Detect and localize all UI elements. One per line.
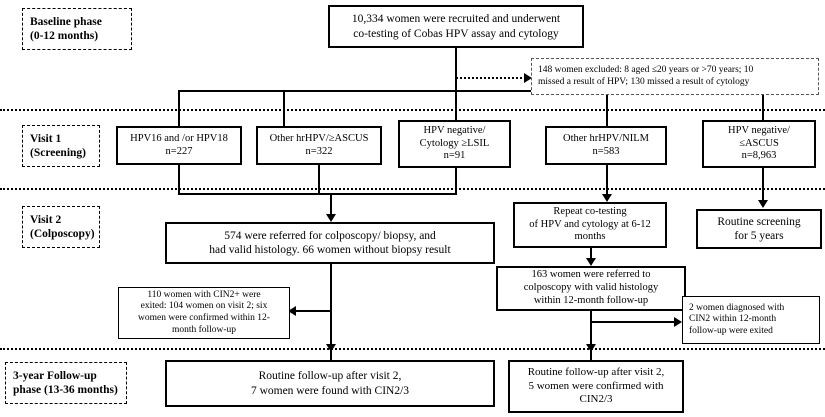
node-exited-110-line2: exited: 104 women on visit 2; six [140,301,268,312]
node-recruited: 10,334 women were recruited and underwen… [328,5,584,48]
connector-163-arrowhead [586,258,596,266]
connector-followup-left-arrowhead [326,344,336,352]
connector-branch-bus [178,90,763,92]
connector-branch-drop-2 [283,90,285,126]
connector-followup-right-arrowhead [586,344,596,352]
phase-label-visit2: Visit 2 (Colposcopy) [22,206,100,248]
node-arm-other-hrhpv-nilm: Other hrHPV/NILM n=583 [545,126,667,165]
phase-visit1-line2: (Screening) [30,147,87,159]
connector-branch-drop-1 [178,90,180,126]
node-excluded-line2: missed a result of HPV; 130 missed a res… [538,76,750,87]
node-arm-hpvneg-ascus-line3: n=8,963 [741,150,777,162]
connector-exited110-arrowhead [288,306,296,316]
node-followup-right: Routine follow-up after visit 2, 5 women… [508,360,684,413]
phase-separator-baseline-visit1 [0,109,825,111]
phase-followup-line1: 3-year Follow-up [13,369,97,382]
node-recruited-line2: co-testing of Cobas HPV assay and cytolo… [353,27,559,40]
node-recruited-line1: 10,334 women were recruited and underwen… [351,13,561,26]
node-referred-163-line1: 163 women were referred to [531,269,651,281]
connector-branch-drop-3 [455,90,457,126]
node-arm-hpv16-18: HPV16 and /or HPV18 n=227 [116,126,242,165]
connector-merge-drop-3 [455,168,457,194]
phase-separator-visit1-visit2 [0,188,825,190]
node-exited-2-line2: CIN2 within 12-month [689,314,777,325]
phase-separator-visit2-followup [0,348,825,350]
phase-label-baseline: Baseline phase (0-12 months) [22,8,132,50]
node-exited-110-line3: women were confirmed within 12- [138,313,270,323]
connector-branch-drop-5 [762,90,764,126]
node-repeat-cotesting-line1: Repeat co-testing [553,205,627,217]
connector-163-stem [590,248,592,264]
node-arm-other-hrhpv-ascus: Other hrHPV/≥ASCUS n=322 [256,126,382,165]
node-followup-left-line2: 7 women were found with CIN2/3 [250,384,410,397]
connector-163-to-exited2 [590,321,676,323]
node-referred-163: 163 women were referred to colposcopy wi… [496,266,686,311]
node-arm-other-hrhpv-nilm-line1: Other hrHPV/NILM [562,132,650,144]
connector-exited2-arrowhead [674,317,682,327]
phase-followup-line2: phase (13-36 months) [13,384,118,396]
node-followup-right-line1: Routine follow-up after visit 2, [527,366,665,379]
node-exited-110-line1: 110 women with CIN2+ were [147,289,261,300]
node-exited-110-line4: month follow-up [171,324,237,335]
node-arm-hpvneg-lsil-line3: n=91 [443,150,466,162]
node-followup-right-line3: CIN2/3 [579,393,613,406]
phase-label-visit1: Visit 1 (Screening) [22,125,100,167]
connector-merge-stem [330,193,332,218]
node-followup-left: Routine follow-up after visit 2, 7 women… [165,360,495,407]
node-arm-other-hrhpv-ascus-line1: Other hrHPV/≥ASCUS [269,132,369,144]
node-exited-2-line1: 2 women diagnosed with [689,302,785,313]
node-arm-hpvneg-lsil-line2: Cytology ≥LSIL [419,137,490,149]
connector-574-to-exited110 [296,310,332,312]
connector-recruited-stem [455,48,457,91]
connector-574-down [330,264,332,373]
connector-excluded-leader [456,77,526,79]
phase-visit1-line1: Visit 1 [30,132,62,145]
connector-nilm-drop-2 [606,189,608,198]
node-referred-163-line3: within 12-month follow-up [533,294,649,306]
node-routine-screening-line2: for 5 years [734,230,784,242]
connector-nilm-arrowhead [602,194,612,202]
connector-merge-bus [178,193,457,195]
node-repeat-cotesting-line2: of HPV and cytology at 6-12 [529,218,651,230]
node-arm-hpv16-18-line2: n=227 [165,145,193,157]
phase-visit2-line1: Visit 2 [30,213,62,226]
connector-routine-screening-arrowhead [758,200,768,208]
node-referred-163-line2: colposcopy with valid histology [523,282,659,294]
node-exited-110: 110 women with CIN2+ were exited: 104 wo… [118,287,290,339]
node-arm-other-hrhpv-nilm-line2: n=583 [592,145,620,157]
node-arm-hpvneg-ascus: HPV negative/ ≤ASCUS n=8,963 [702,120,816,168]
connector-routine-screening-stem [762,168,764,204]
connector-nilm-drop [606,165,608,189]
phase-visit2-line2: (Colposcopy) [30,228,95,240]
connector-merge-arrowhead [326,214,336,222]
node-repeat-cotesting: Repeat co-testing of HPV and cytology at… [513,202,667,248]
node-arm-hpvneg-ascus-line1: HPV negative/ [728,124,790,136]
node-referred-574: 574 were referred for colposcopy/ biopsy… [165,222,495,264]
phase-label-followup: 3-year Follow-up phase (13-36 months) [5,362,127,404]
phase-baseline-line1: Baseline phase [30,15,102,28]
node-routine-screening-line1: Routine screening [717,215,801,228]
connector-excluded-arrowhead [524,73,532,83]
connector-merge-drop-2 [318,165,320,194]
node-arm-other-hrhpv-ascus-line2: n=322 [305,145,333,157]
node-routine-screening: Routine screening for 5 years [696,209,822,249]
connector-branch-drop-4 [606,90,608,126]
node-excluded-line1: 148 women excluded: 8 aged ≤20 years or … [538,64,754,75]
node-exited-2: 2 women diagnosed with CIN2 within 12-mo… [682,296,820,344]
connector-merge-drop-1 [178,165,180,194]
node-arm-hpvneg-lsil: HPV negative/ Cytology ≥LSIL n=91 [398,120,511,168]
node-followup-right-line2: 5 women were confirmed with [528,379,664,392]
node-repeat-cotesting-line3: months [574,231,606,243]
node-followup-left-line1: Routine follow-up after visit 2, [258,370,402,383]
node-arm-hpvneg-lsil-line1: HPV negative/ [423,124,486,136]
node-referred-574-line1: 574 were referred for colposcopy/ biopsy… [224,229,436,242]
node-referred-574-line2: had valid histology. 66 women without bi… [209,244,451,256]
phase-baseline-line2: (0-12 months) [30,30,99,42]
connector-163-down [590,311,592,373]
node-arm-hpvneg-ascus-line2: ≤ASCUS [739,137,779,149]
node-arm-hpv16-18-line1: HPV16 and /or HPV18 [130,132,228,144]
node-exited-2-line3: follow-up were exited [689,325,773,336]
node-excluded: 148 women excluded: 8 aged ≤20 years or … [531,58,819,95]
